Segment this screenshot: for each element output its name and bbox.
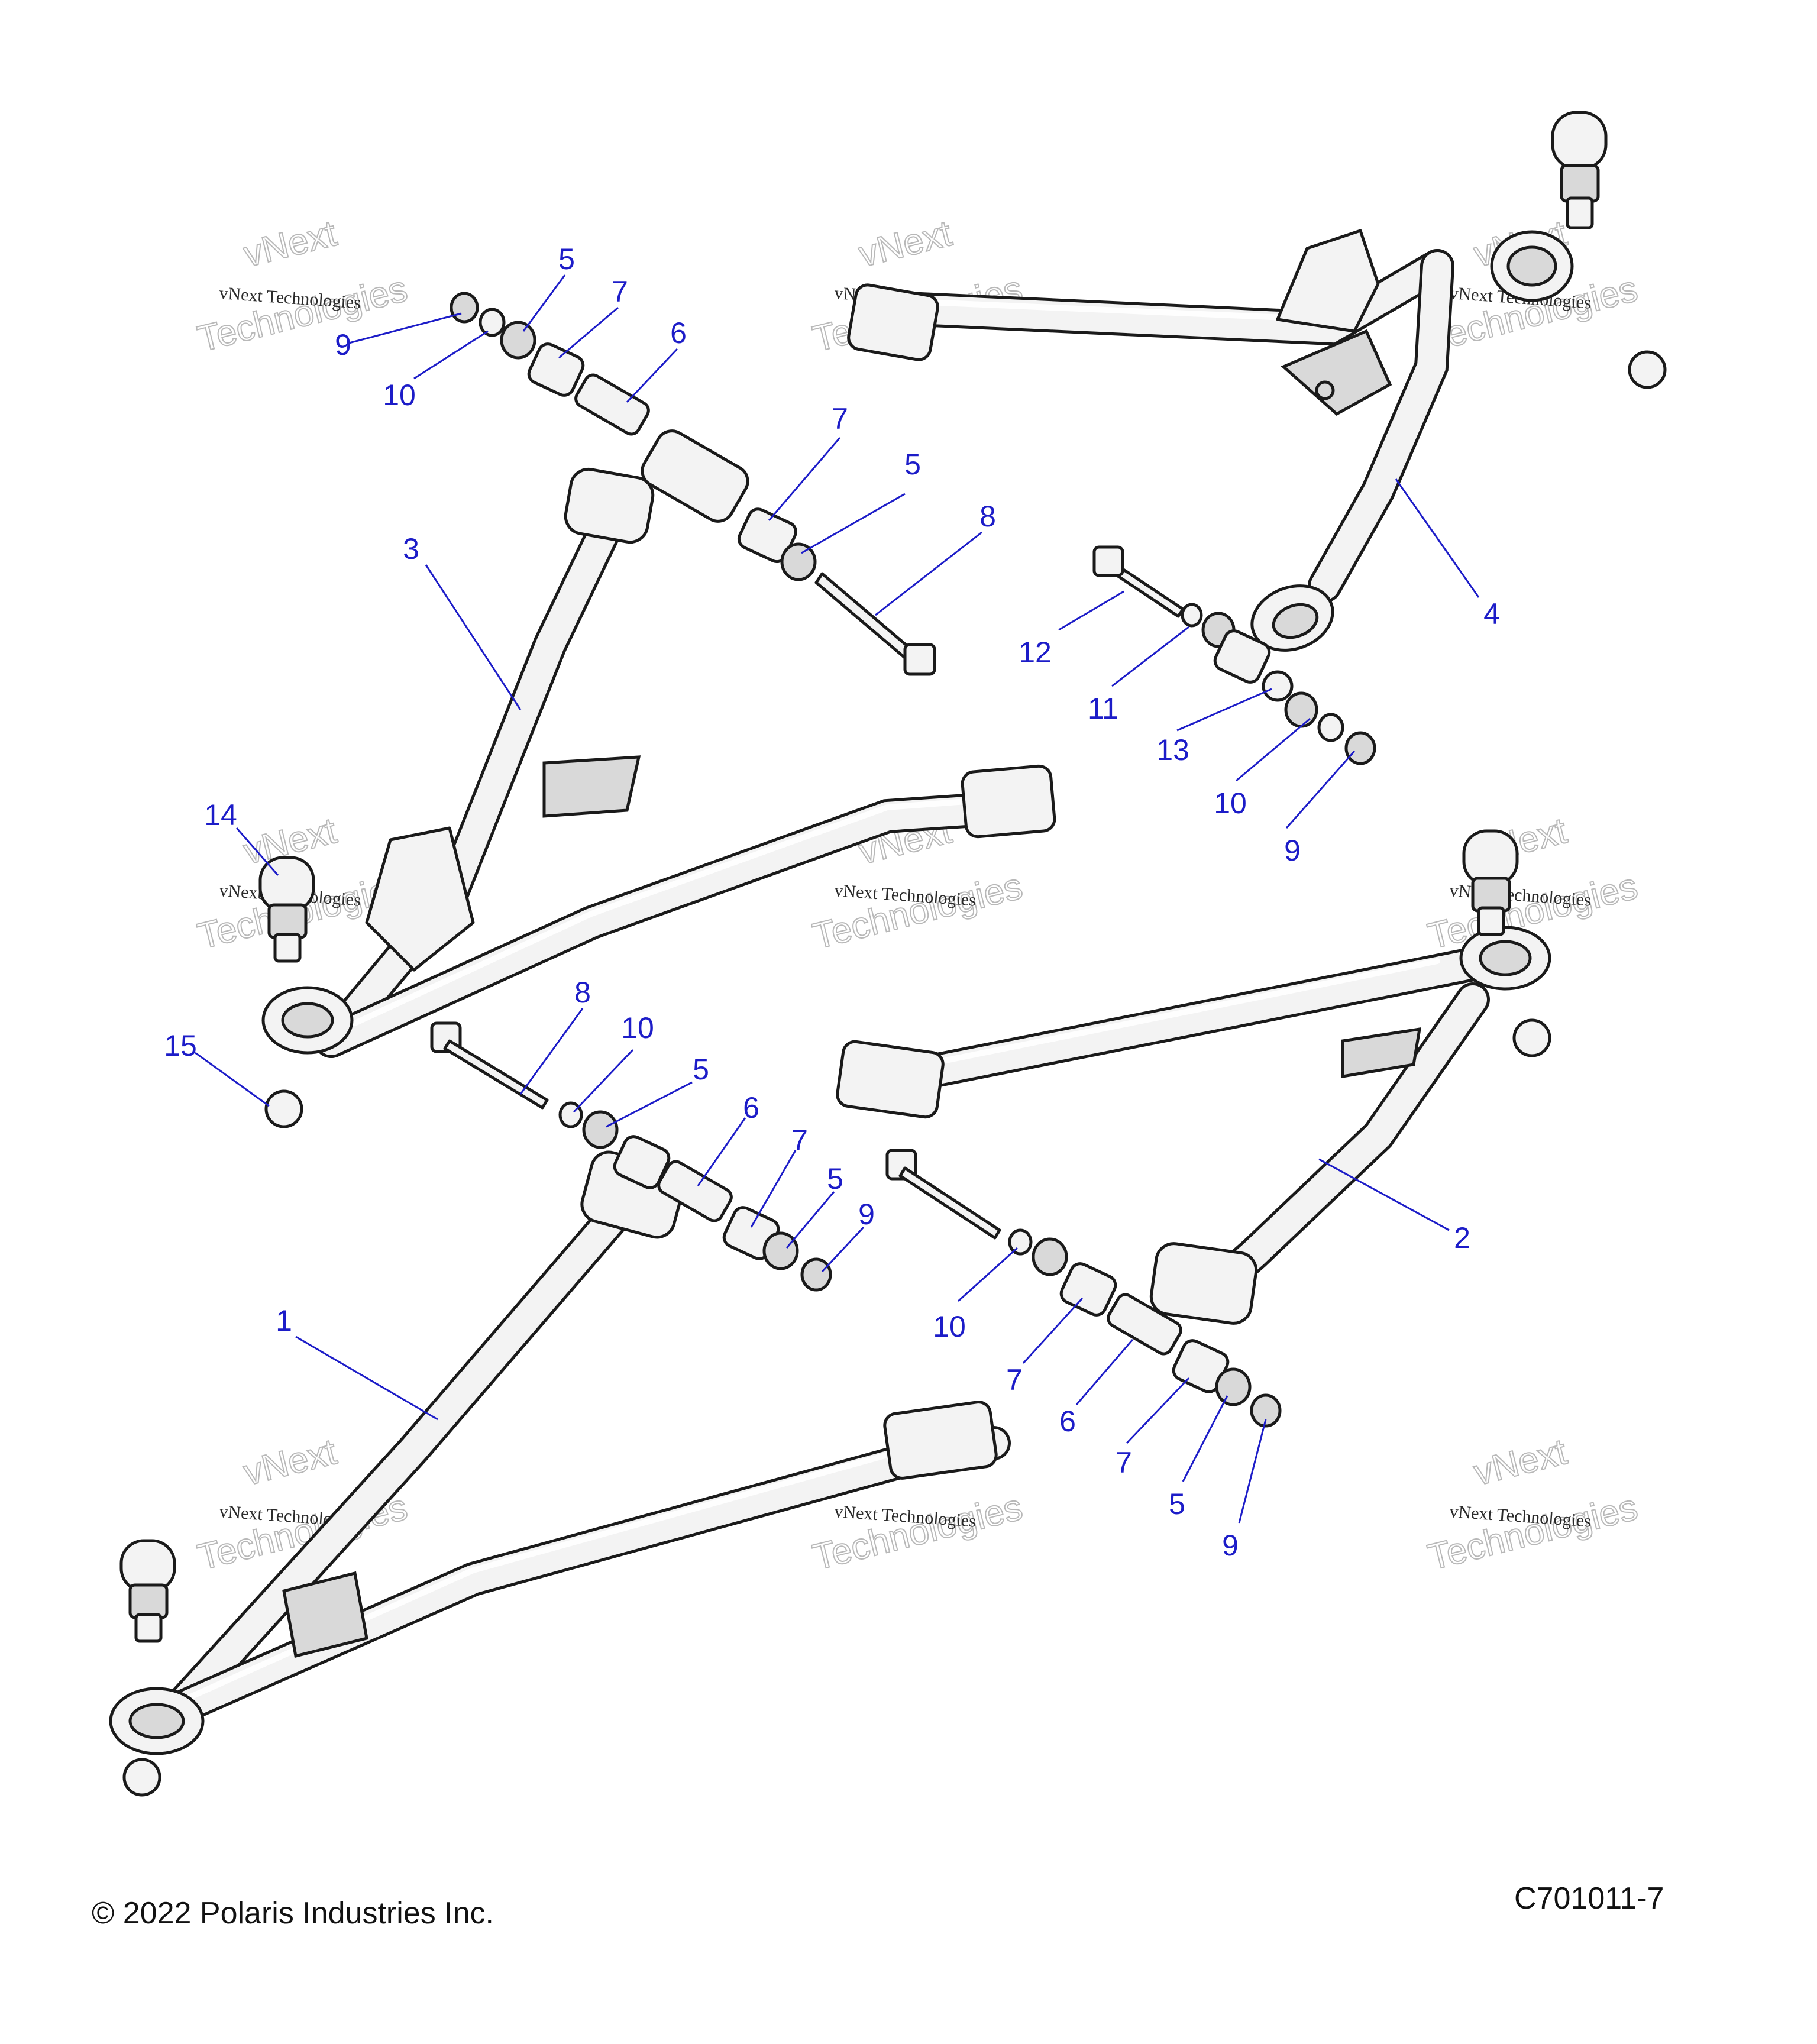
leader-line: [768, 437, 841, 521]
leader-line: [1176, 688, 1272, 732]
leader-line: [750, 1150, 797, 1228]
callout-part-11: 11: [1088, 692, 1118, 725]
callout-part-5: 5: [693, 1053, 709, 1086]
hardware-stack-center-left: [430, 1021, 832, 1292]
callout-part-5: 5: [827, 1162, 843, 1195]
figure-code: C701011-7: [1514, 1881, 1664, 1916]
callout-part-7: 7: [832, 402, 848, 435]
leader-line: [626, 348, 678, 403]
circlip: [1512, 1018, 1551, 1057]
leader-line: [558, 306, 619, 359]
leader-line: [295, 1335, 438, 1421]
leader-line: [1236, 717, 1311, 782]
leader-line: [573, 1049, 634, 1113]
leader-line: [606, 1081, 693, 1128]
leader-line: [1318, 1158, 1450, 1231]
callout-part-7: 7: [1116, 1446, 1132, 1479]
hardware-stack-center-right: [885, 1149, 1282, 1428]
leader-line: [348, 312, 462, 344]
callout-part-10: 10: [1214, 787, 1247, 820]
leader-line: [957, 1247, 1019, 1302]
callout-part-13: 13: [1156, 733, 1189, 767]
callout-part-4: 4: [1483, 597, 1500, 630]
callout-part-5: 5: [1169, 1487, 1185, 1521]
leader-line: [195, 1052, 270, 1107]
leader-lines: [195, 274, 1480, 1524]
callout-part-6: 6: [743, 1091, 759, 1124]
watermark-big-line1: vNext: [1470, 1431, 1570, 1493]
circlip: [264, 1089, 303, 1128]
callout-part-1: 1: [276, 1304, 292, 1337]
leader-line: [1022, 1297, 1084, 1364]
watermark-big-line1: vNext: [240, 1431, 340, 1493]
leader-line: [697, 1117, 746, 1186]
callout-part-5: 5: [904, 448, 921, 481]
ball-joint: [1551, 111, 1608, 229]
a-arm-part-3: [261, 467, 1056, 1058]
callout-part-8: 8: [574, 976, 591, 1009]
watermark-big-line2: Technologies: [1424, 1487, 1642, 1579]
watermark-big-line2: Technologies: [809, 866, 1027, 958]
copyright-notice: © 2022 Polaris Industries Inc.: [92, 1896, 494, 1930]
callout-part-10: 10: [621, 1011, 654, 1044]
leader-line: [785, 1191, 835, 1249]
leader-line: [1285, 751, 1356, 829]
leader-line: [1126, 1377, 1190, 1444]
leader-line: [1058, 590, 1124, 631]
callout-part-7: 7: [1006, 1363, 1023, 1396]
watermark-big-line1: vNext: [855, 213, 955, 275]
watermark-big-line1: vNext: [240, 213, 340, 275]
callout-part-6: 6: [670, 316, 687, 350]
leader-line: [425, 564, 522, 710]
leader-line: [1075, 1339, 1134, 1405]
leader-line: [235, 827, 279, 876]
callout-labels: 9 10 5 7 6 7 5 8 3 4 12 11 13 10 9 14 15…: [164, 242, 1500, 1562]
watermark: vNext Technologies vNext Technologies: [193, 212, 412, 360]
callout-part-2: 2: [1454, 1221, 1470, 1254]
watermark-big-line2: Technologies: [194, 269, 412, 360]
watermark-big-line2: Technologies: [809, 1487, 1027, 1579]
ball-joint: [258, 856, 315, 963]
callout-part-8: 8: [979, 500, 996, 533]
callout-part-12: 12: [1019, 636, 1052, 669]
callout-part-9: 9: [335, 328, 351, 361]
leader-line: [413, 330, 489, 380]
leader-line: [875, 531, 982, 616]
callout-part-9: 9: [1222, 1529, 1239, 1562]
callout-part-5: 5: [558, 242, 575, 276]
a-arm-part-1: [109, 1150, 1011, 1755]
a-arm-part-2: [836, 926, 1551, 1325]
callout-part-9: 9: [1284, 834, 1301, 867]
leader-line: [801, 493, 906, 554]
leader-line: [519, 1008, 584, 1095]
leader-line: [1238, 1419, 1267, 1524]
leader-line: [1395, 478, 1480, 598]
callout-part-9: 9: [858, 1198, 875, 1231]
leader-line: [1111, 626, 1189, 687]
circlip: [122, 1758, 161, 1797]
callout-part-10: 10: [383, 379, 416, 412]
hardware-stack-top-left: [450, 292, 936, 676]
callout-part-7: 7: [791, 1124, 808, 1157]
ball-joint: [119, 1539, 176, 1643]
circlip: [1628, 350, 1667, 389]
watermark: vNext Technologies vNext Technologies: [1424, 1431, 1643, 1579]
callout-part-6: 6: [1059, 1405, 1076, 1438]
a-arm-part-4: [847, 229, 1574, 652]
callout-part-15: 15: [164, 1029, 197, 1062]
hardware-stack-right-center: [1092, 545, 1376, 765]
callout-part-14: 14: [204, 798, 237, 832]
leader-line: [522, 274, 566, 332]
leader-line: [1182, 1395, 1228, 1482]
callout-part-3: 3: [403, 532, 419, 565]
leader-line: [821, 1226, 865, 1273]
callout-part-10: 10: [933, 1310, 966, 1343]
ball-joint: [1462, 829, 1519, 936]
callout-part-7: 7: [612, 275, 628, 308]
